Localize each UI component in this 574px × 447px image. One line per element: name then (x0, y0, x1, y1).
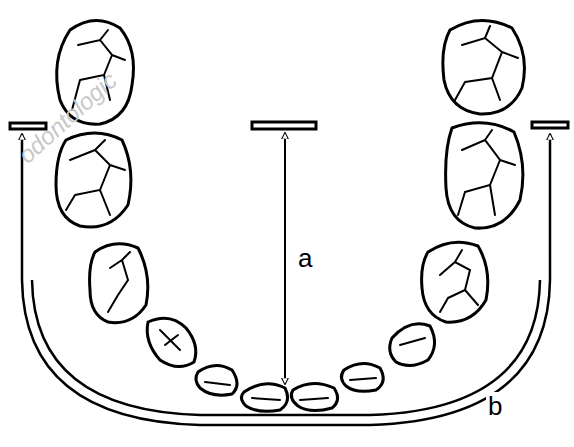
molar (446, 123, 523, 228)
arch-length-arrow (22, 134, 550, 425)
canine (390, 324, 435, 366)
reference-bars (10, 122, 568, 129)
incisor (291, 383, 337, 410)
molar (56, 133, 131, 227)
incisor (196, 365, 237, 395)
incisor (341, 363, 383, 391)
molar (443, 20, 525, 114)
dimension-label: a (296, 244, 314, 272)
premolar (90, 244, 148, 323)
arch-depth-arrow (284, 133, 286, 384)
fissure-lines (66, 26, 518, 400)
dimension-label: b (486, 392, 504, 420)
incisor (241, 384, 287, 412)
premolar (422, 242, 488, 322)
canine (147, 318, 196, 366)
